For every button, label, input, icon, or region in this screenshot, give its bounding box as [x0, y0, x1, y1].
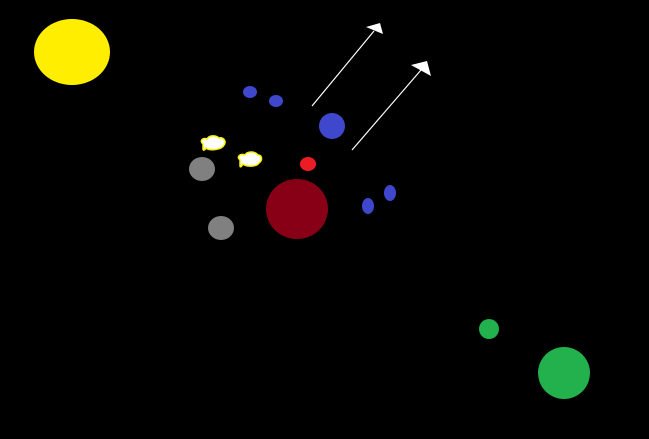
white-arrow-icon: [351, 61, 431, 151]
green-planet-icon: [479, 319, 499, 339]
yellow-sun-icon: [34, 19, 110, 85]
blue-orb-icon: [319, 113, 345, 139]
dark-red-planet-icon: [266, 179, 328, 239]
gray-planet-icon: [208, 216, 234, 240]
white-cloud-icon: [237, 151, 263, 168]
blue-orb-icon: [243, 86, 257, 98]
red-planet-icon: [300, 157, 316, 171]
gray-planet-icon: [189, 157, 215, 181]
white-arrow-icon: [311, 23, 383, 107]
green-planet-icon: [538, 347, 590, 399]
blue-orb-icon: [269, 95, 283, 107]
blue-orb-icon: [362, 198, 374, 214]
blue-orb-icon: [384, 185, 396, 201]
white-cloud-icon: [200, 135, 226, 151]
